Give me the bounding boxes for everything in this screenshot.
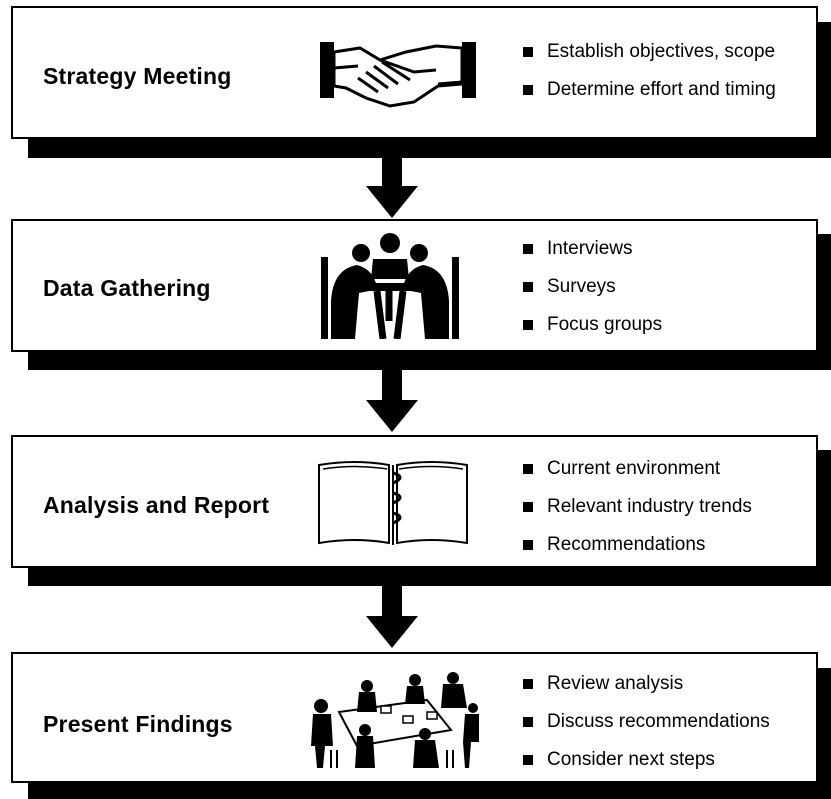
bullet-square-icon xyxy=(523,85,533,95)
bullet-square-icon xyxy=(523,717,533,727)
list-item: Establish objectives, scope xyxy=(523,33,776,71)
list-item: Discuss recommendations xyxy=(523,703,770,741)
stage-4-shadow-side xyxy=(815,668,831,799)
bullet-square-icon xyxy=(523,320,533,330)
stage-1-shadow xyxy=(28,139,831,158)
meeting-people-icon xyxy=(321,233,459,339)
stage-4-shadow xyxy=(28,783,831,799)
stage-2-box: Data Gathering Interviews Surveys Focus … xyxy=(11,219,818,352)
list-item: Focus groups xyxy=(523,306,662,344)
stage-3-box: Analysis and Report Current environment … xyxy=(11,435,818,568)
stage-1-box: Strategy Meeting Establish objectives, s… xyxy=(11,6,818,139)
list-item: Surveys xyxy=(523,268,662,306)
stage-1-title: Strategy Meeting xyxy=(43,63,232,89)
stage-2-title: Data Gathering xyxy=(43,275,211,301)
list-item: Determine effort and timing xyxy=(523,71,776,109)
stage-2-shadow xyxy=(28,352,831,370)
bullet-square-icon xyxy=(523,679,533,689)
stage-1-bullets: Establish objectives, scope Determine ef… xyxy=(523,33,776,109)
stage-4-title: Present Findings xyxy=(43,711,233,737)
list-item: Review analysis xyxy=(523,665,770,703)
list-item: Recommendations xyxy=(523,526,752,564)
bullet-square-icon xyxy=(523,47,533,57)
stage-2-bullets: Interviews Surveys Focus groups xyxy=(523,230,662,344)
bullet-square-icon xyxy=(523,755,533,765)
bullet-square-icon xyxy=(523,502,533,512)
stage-3-shadow xyxy=(28,568,831,586)
list-item: Current environment xyxy=(523,450,752,488)
arrow-down-icon xyxy=(366,370,418,432)
list-item: Interviews xyxy=(523,230,662,268)
stage-3-title: Analysis and Report xyxy=(43,492,270,518)
bullet-square-icon xyxy=(523,540,533,550)
bullet-square-icon xyxy=(523,282,533,292)
handshake-icon xyxy=(320,42,476,108)
stage-4-box: Present Findings Review analysis Discuss… xyxy=(11,652,818,783)
list-item: Relevant industry trends xyxy=(523,488,752,526)
arrow-down-icon xyxy=(366,156,418,218)
stage-1-shadow-side xyxy=(815,22,831,158)
open-binder-icon xyxy=(318,461,468,545)
conference-table-icon xyxy=(311,672,479,768)
arrow-down-icon xyxy=(366,586,418,648)
stage-3-shadow-side xyxy=(815,450,831,586)
stage-2-shadow-side xyxy=(815,234,831,370)
stage-3-bullets: Current environment Relevant industry tr… xyxy=(523,450,752,564)
bullet-square-icon xyxy=(523,244,533,254)
bullet-square-icon xyxy=(523,464,533,474)
stage-4-bullets: Review analysis Discuss recommendations … xyxy=(523,665,770,779)
list-item: Consider next steps xyxy=(523,741,770,779)
